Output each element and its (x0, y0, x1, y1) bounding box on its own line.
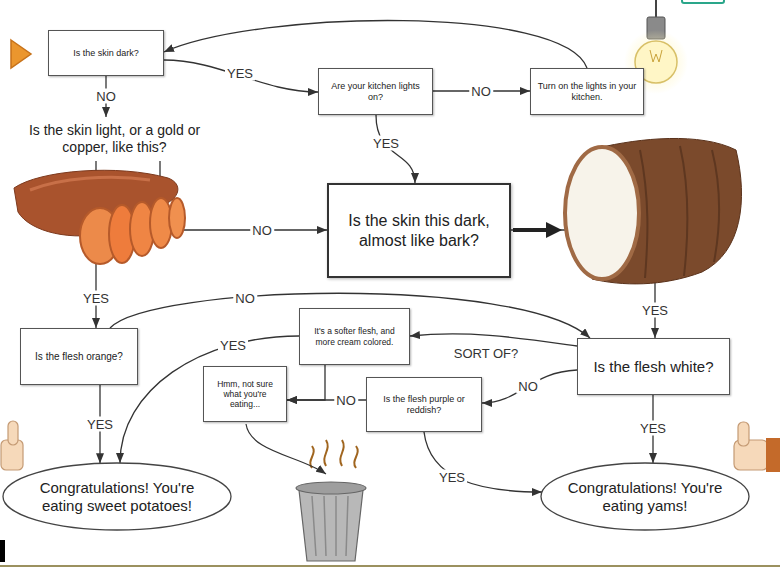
bulb-filament (650, 50, 662, 62)
edge-label: YES (437, 470, 467, 485)
connector-arrow (424, 432, 542, 492)
edge-label: YES (81, 291, 111, 306)
edge-label: NO (516, 379, 540, 394)
yam-bark (640, 146, 719, 278)
process-box: Are your kitchen lights on? (318, 68, 433, 115)
node-text: It's a softer flesh, and more cream colo… (306, 326, 403, 346)
bold-arrow-shaft (513, 228, 548, 232)
yam-cut-face (565, 147, 639, 279)
node-text: Turn on the lights in your kitchen. (537, 81, 637, 103)
result-oval: Congratulations! You're eating yams! (540, 462, 750, 531)
node-text: Is the skin light, or a gold or copper, … (12, 122, 217, 156)
corner-frame (682, 0, 724, 3)
trash-can-icon (296, 440, 366, 561)
potato-slice (169, 198, 185, 238)
start-triangle (11, 40, 31, 68)
thumb-finger (738, 422, 749, 446)
edge-label: YES (371, 136, 401, 151)
edge-label: NO (469, 84, 493, 99)
oval-shape (541, 463, 749, 530)
node-text: Hmm, not sure what you're eating... (210, 379, 280, 410)
bold-arrow-head (546, 222, 562, 238)
thumbs-up-left (1, 421, 23, 470)
connector-arrow (482, 370, 577, 403)
edge-label: NO (334, 393, 358, 408)
node-text: Is the skin this dark, almost like bark? (341, 211, 497, 249)
connector-arrow (410, 334, 577, 346)
edge-label: YES (225, 66, 255, 81)
trash-ridges (312, 496, 348, 556)
edge-label: YES (640, 303, 670, 318)
potato-shine (30, 177, 150, 190)
trash-body (299, 490, 363, 561)
bottom-rule (0, 565, 780, 567)
trash-leader (246, 424, 326, 474)
edge-label: YES (218, 338, 248, 353)
edge-label: NO (94, 89, 118, 104)
stink-lines (310, 440, 357, 468)
process-box: Is the skin dark? (48, 30, 164, 76)
node-text: Is the flesh purple or reddish? (373, 394, 475, 416)
thumb-finger (8, 421, 18, 445)
edge-label: SORT OF? (452, 346, 521, 361)
oval-shape (3, 463, 231, 530)
node-text: Congratulations! You're eating sweet pot… (24, 479, 210, 515)
thumbs-up-right (734, 422, 780, 472)
node-text: Is the flesh white? (593, 358, 713, 376)
process-box: Hmm, not sure what you're eating... (203, 366, 287, 422)
connector-arrow (164, 60, 318, 92)
sweet-potato-picture (14, 170, 185, 264)
process-box: Is the flesh white? (577, 338, 730, 395)
process-box: Is the flesh purple or reddish? (366, 377, 482, 432)
yam-picture (565, 138, 742, 283)
node-text: Congratulations! You're eating yams! (562, 479, 728, 515)
bulb-cord (655, 0, 657, 18)
node-text: Is the flesh orange? (35, 351, 123, 363)
corner-mark (0, 540, 5, 562)
process-box: Is the flesh orange? (20, 328, 138, 385)
trash-lid (296, 482, 366, 494)
edge-label: NO (250, 223, 274, 238)
connector-arrow (287, 365, 325, 400)
result-oval: Congratulations! You're eating sweet pot… (2, 462, 232, 531)
connector-arrow (120, 336, 299, 463)
question-text: Is the skin light, or a gold or copper, … (12, 117, 217, 161)
thumb-cuff (766, 438, 780, 472)
decision-box: Is the skin this dark, almost like bark? (327, 183, 511, 278)
edge-label: NO (233, 291, 257, 306)
edge-label: YES (638, 421, 668, 436)
node-text: Are your kitchen lights on? (325, 81, 426, 103)
node-text: Is the skin dark? (73, 48, 139, 59)
process-box: It's a softer flesh, and more cream colo… (299, 308, 410, 365)
process-box: Turn on the lights in your kitchen. (530, 68, 644, 115)
edge-label: YES (85, 417, 115, 432)
connector-arrow (164, 21, 587, 68)
